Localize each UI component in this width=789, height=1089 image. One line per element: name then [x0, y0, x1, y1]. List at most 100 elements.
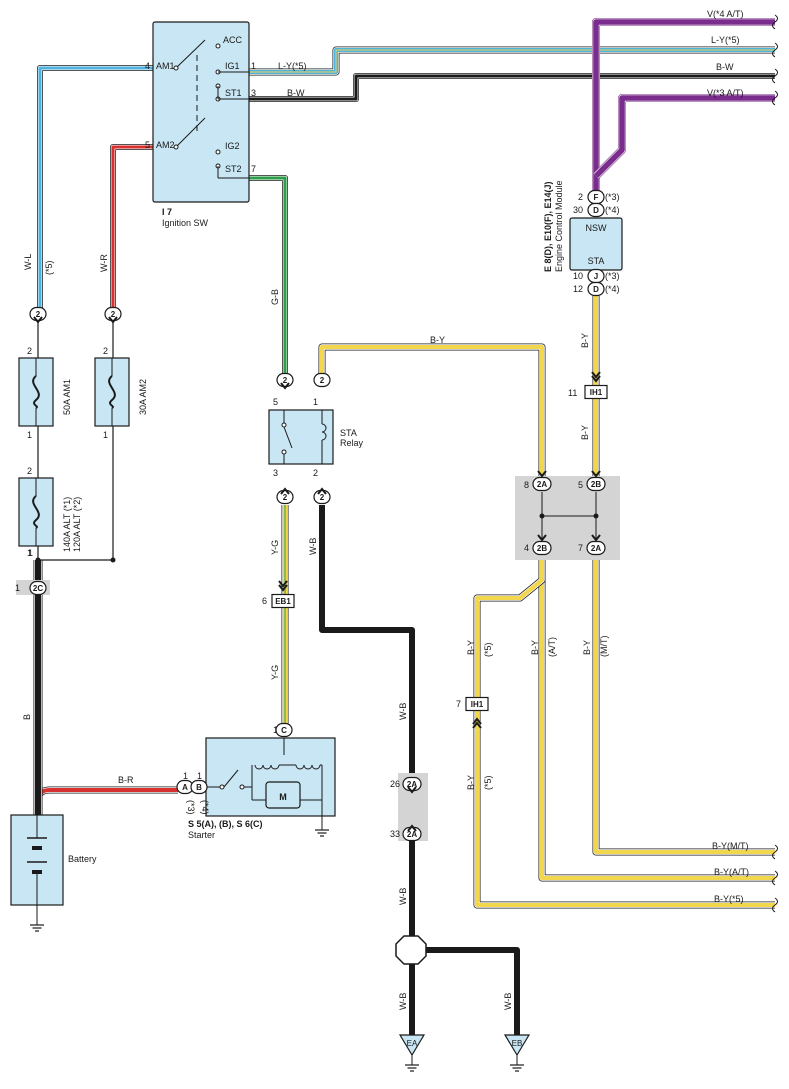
connector-arrow: [591, 534, 601, 542]
wire-w-b-eb: [426, 947, 520, 1035]
connector-d-top-text: D: [593, 206, 599, 215]
st2-terminal-label: ST2: [225, 164, 242, 174]
wire-by-mt-out-label: B-Y(M/T): [712, 841, 749, 851]
connector-2-relay-5-text: 2: [283, 376, 288, 385]
connector-ih1-top: IH1: [584, 384, 608, 400]
pin-alt-junction: 1: [28, 548, 33, 558]
wire-w-r: [110, 144, 153, 312]
ignition-switch-code: I 7: [162, 207, 172, 217]
fuse-am2-pin-top: 2: [103, 346, 108, 356]
connector-2a-26: 2A: [402, 776, 422, 792]
fuse-am1: 2 1 50A AM1: [18, 346, 72, 440]
connector-arrow: [407, 786, 417, 794]
connector-arrow: [280, 487, 290, 495]
wire-wb-eb-label: W-B: [503, 993, 513, 1010]
wire-by-ih1-label: B-Y: [580, 425, 590, 440]
acc-terminal-label: ACC: [223, 35, 243, 45]
connector-2b-4: 2B: [532, 540, 552, 556]
ecm-pin-2: 2: [578, 192, 583, 202]
connector-arrow: [108, 316, 118, 324]
sta-relay-label-1: STA: [340, 428, 357, 438]
connector-2-relay-2-text: 2: [320, 493, 325, 502]
connector-c-text: C: [281, 726, 287, 735]
fuse-am2-label: 30A AM2: [138, 379, 148, 415]
pin-numbers: 1 6 11 8 5 4 7 7 26 33 1: [15, 388, 583, 839]
ig2-terminal-label: IG2: [225, 141, 240, 151]
wire-by-5-out-label: B-Y(*5): [714, 894, 744, 904]
connector-2c-text: 2C: [33, 584, 43, 593]
starter-pin-a: 1: [183, 771, 188, 781]
wire-wl-note: (*5): [44, 260, 54, 275]
wire-b-label: B: [22, 714, 32, 720]
wire-end-mark: [772, 42, 778, 58]
wire-by-at-note: (A/T): [547, 637, 557, 657]
fuse-am1-label: 50A AM1: [62, 379, 72, 415]
wire-end-mark: [772, 90, 778, 106]
wire-b-y-at: [538, 556, 775, 882]
wire-b-y-mt: [592, 556, 775, 856]
connector-arrow: [591, 375, 601, 383]
wire-wb-mid-label: W-B: [398, 703, 408, 720]
wire-w-l: [37, 65, 153, 312]
ecm-note-3a: (*3): [605, 192, 620, 202]
wire-by-at-out-label: B-Y(A/T): [714, 867, 749, 877]
connector-2-relay-5: 2: [276, 372, 294, 388]
connector-2b-4-text: 2B: [537, 544, 547, 553]
wire-g-b: [249, 175, 288, 376]
connector-b: B: [190, 779, 208, 795]
connector-2-relay-3-text: 2: [283, 493, 288, 502]
wire-v-3at: [593, 94, 775, 179]
ecm-pin-12: 12: [573, 284, 583, 294]
fuse-am2-pin-bottom: 1: [103, 430, 108, 440]
ecm-name: Engine Control Module: [554, 180, 564, 272]
ground-ea: EA: [398, 1034, 426, 1072]
pin-2a-8: 8: [524, 480, 529, 490]
fuse-am1-pin-bottom: 1: [27, 430, 32, 440]
am2-pin: 5: [145, 140, 150, 150]
connector-arrow: [591, 470, 601, 478]
wire-end-mark: [772, 897, 778, 913]
starter-motor-label: M: [279, 792, 287, 802]
pin-ih1-top: 11: [568, 388, 577, 398]
connector-2a-26-text: 2A: [407, 780, 417, 789]
ecm-note-3b: (*3): [605, 271, 620, 281]
starter-code: S 5(A), (B), S 6(C): [188, 819, 263, 829]
am2-terminal-label: AM2: [156, 140, 175, 150]
wire-bw-label: B-W: [716, 62, 734, 72]
connector-d-bottom: D: [587, 281, 605, 297]
pin-2a-33: 33: [390, 829, 400, 839]
sta-relay-pin-5: 5: [273, 397, 278, 407]
wire-wb-ea-label: W-B: [398, 993, 408, 1010]
sta-relay-pin-2: 2: [313, 468, 318, 478]
connector-ih1-top-text: IH1: [590, 388, 603, 397]
wire-junction-dot: [35, 557, 41, 563]
connector-2a-8-text: 2A: [537, 480, 547, 489]
ecm-pin-10: 10: [573, 271, 583, 281]
connector-b-text: B: [196, 783, 202, 792]
pin-2a-26: 26: [390, 779, 400, 789]
st1-terminal-label: ST1: [225, 88, 242, 98]
wire-by-5-lower-label: B-Y: [466, 775, 476, 790]
connector-f: F: [587, 189, 605, 205]
pin-2a-7: 7: [578, 543, 583, 553]
wire-alt-link: [37, 426, 114, 561]
connector-2-wl: 2: [29, 306, 47, 322]
connector-2a-33: 2A: [402, 826, 422, 842]
sta-relay: STA Relay 5 1 3 2: [268, 397, 364, 478]
starter-pin-b: 1: [197, 771, 202, 781]
st2-pin: 7: [251, 164, 256, 174]
connector-2a-7: 2A: [586, 540, 606, 556]
wire-gb-label: G-B: [270, 289, 280, 305]
junction-internal-wiring: [539, 492, 599, 541]
connector-eb1-text: EB1: [275, 597, 291, 606]
wire-yg-upper-label: Y-G: [270, 540, 280, 555]
ecm-code: E 8(D), E10(F), E14(J): [543, 181, 553, 272]
fuse-alt-pin-top: 2: [27, 466, 32, 476]
wire-b-y-5: [473, 556, 775, 909]
connector-2-wl-text: 2: [36, 310, 41, 319]
connector-ih1-bottom-text: IH1: [471, 700, 484, 709]
connector-arrow: [537, 534, 547, 542]
connector-2a-7-text: 2A: [591, 544, 601, 553]
wire-by-top-label: B-Y: [430, 335, 445, 345]
